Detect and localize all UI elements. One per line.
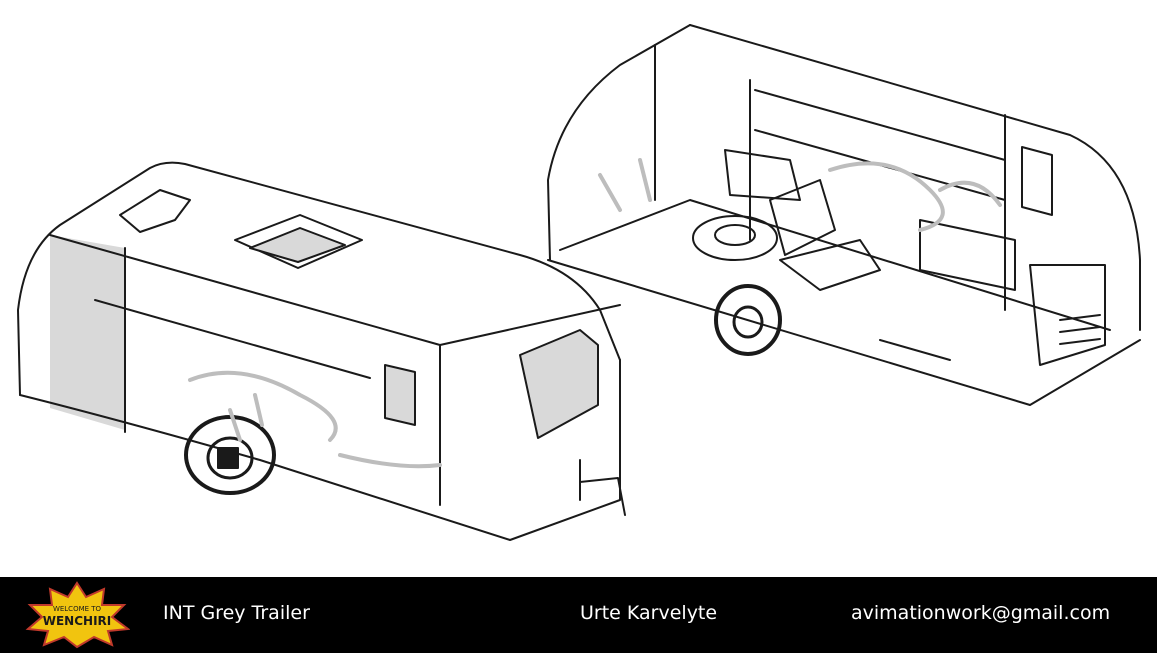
trailer-sketch-artwork bbox=[17, 24, 1141, 541]
contact-email: avimationwork@gmail.com bbox=[851, 602, 1111, 624]
welcome-to-wenchiri-logo: WELCOME TO WENCHIRI bbox=[25, 581, 130, 649]
pencil-scribbles-right bbox=[598, 158, 1002, 232]
artist-name: Urte Karvelyte bbox=[580, 602, 718, 624]
interior-trailer-drawing bbox=[547, 24, 1141, 406]
footer-bar: WELCOME TO WENCHIRI INT Grey Trailer Urt… bbox=[0, 577, 1157, 653]
exterior-trailer-drawing bbox=[17, 161, 626, 541]
sheet-title: INT Grey Trailer bbox=[163, 602, 310, 624]
logo-line2: WENCHIRI bbox=[43, 614, 112, 628]
pencil-scribbles-left bbox=[188, 370, 442, 469]
logo-line1: WELCOME TO bbox=[53, 605, 102, 613]
